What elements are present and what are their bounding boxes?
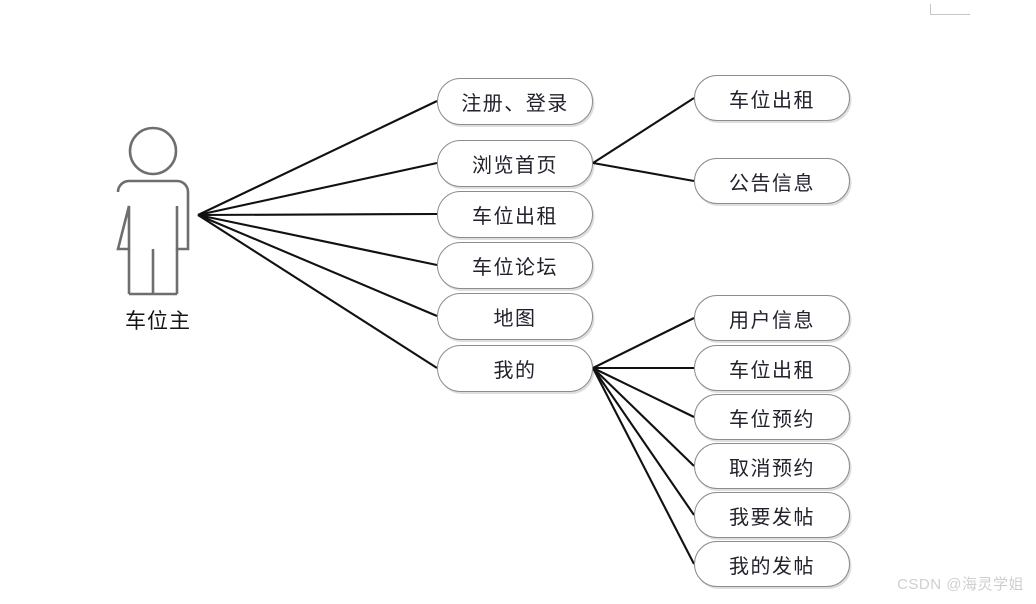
corner-border-artifact	[930, 4, 970, 15]
usecase-mine[interactable]: 我的	[437, 345, 593, 392]
usecase-register-login[interactable]: 注册、登录	[437, 78, 593, 125]
usecase-home-announcement[interactable]: 公告信息	[694, 158, 850, 204]
usecase-mine-reservation[interactable]: 车位预约	[694, 394, 850, 440]
usecase-map[interactable]: 地图	[437, 293, 593, 340]
actor-person-icon	[116, 126, 190, 296]
actor-label: 车位主	[125, 309, 191, 333]
usecase-mine-create-post[interactable]: 我要发帖	[694, 492, 850, 538]
usecase-mine-user-info[interactable]: 用户信息	[694, 295, 850, 341]
usecase-home-parking-rental[interactable]: 车位出租	[694, 75, 850, 121]
usecase-browse-home[interactable]: 浏览首页	[437, 140, 593, 187]
usecase-mine-my-posts[interactable]: 我的发帖	[694, 541, 850, 587]
usecase-mine-cancel-reservation[interactable]: 取消预约	[694, 443, 850, 489]
usecase-mine-parking-rental[interactable]: 车位出租	[694, 345, 850, 391]
watermark-text: CSDN @海灵学姐	[897, 576, 1024, 593]
usecase-parking-rental[interactable]: 车位出租	[437, 191, 593, 238]
usecase-parking-forum[interactable]: 车位论坛	[437, 242, 593, 289]
